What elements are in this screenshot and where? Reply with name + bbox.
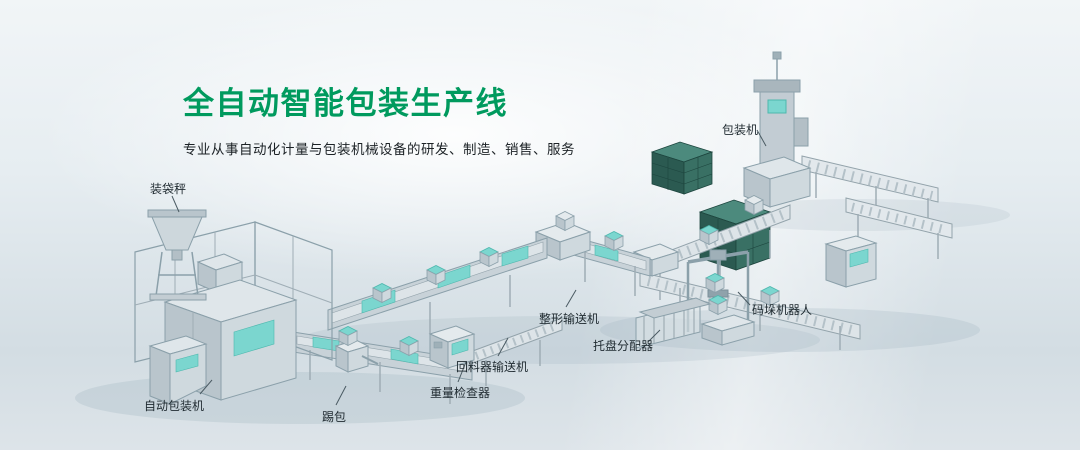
pallet-dispenser bbox=[635, 297, 712, 349]
transfer-platform bbox=[534, 221, 592, 261]
label-pallet-dispenser: 托盘分配器 bbox=[593, 339, 654, 353]
weight-checker bbox=[428, 325, 476, 369]
label-weight-checker: 重量检查器 bbox=[430, 386, 491, 400]
label-auto-packing-machine: 自动包装机 bbox=[144, 399, 205, 413]
outfeed-roller-conveyor-lower bbox=[845, 197, 953, 259]
bagging-scale bbox=[147, 209, 207, 301]
kick-device bbox=[334, 339, 379, 373]
auto-packing-machine-complex bbox=[134, 221, 333, 405]
label-packaging-machine: 包装机 bbox=[722, 123, 759, 137]
label-return-feeder-conveyor: 回料器输送机 bbox=[456, 360, 529, 374]
label-kick-device: 踢包 bbox=[322, 410, 347, 424]
page-subtitle: 专业从事自动化计量与包装机械设备的研发、制造、销售、服务 bbox=[183, 141, 575, 157]
stacked-boxes-upper bbox=[650, 141, 714, 195]
right-side-machine bbox=[824, 235, 878, 288]
label-palletizing-robot: 码垛机器人 bbox=[752, 303, 813, 317]
page-title: 全自动智能包装生产线 bbox=[183, 86, 508, 121]
label-shaping-conveyor: 整形输送机 bbox=[539, 312, 600, 326]
label-leader-lines bbox=[171, 129, 767, 406]
packaging-machine-tower bbox=[742, 51, 812, 208]
headline: 全自动智能包装生产线 专业从事自动化计量与包装机械设备的研发、制造、销售、服务 bbox=[183, 86, 575, 158]
label-bagging-scale: 装袋秤 bbox=[150, 182, 187, 196]
return-feeder-conveyor bbox=[469, 317, 563, 386]
